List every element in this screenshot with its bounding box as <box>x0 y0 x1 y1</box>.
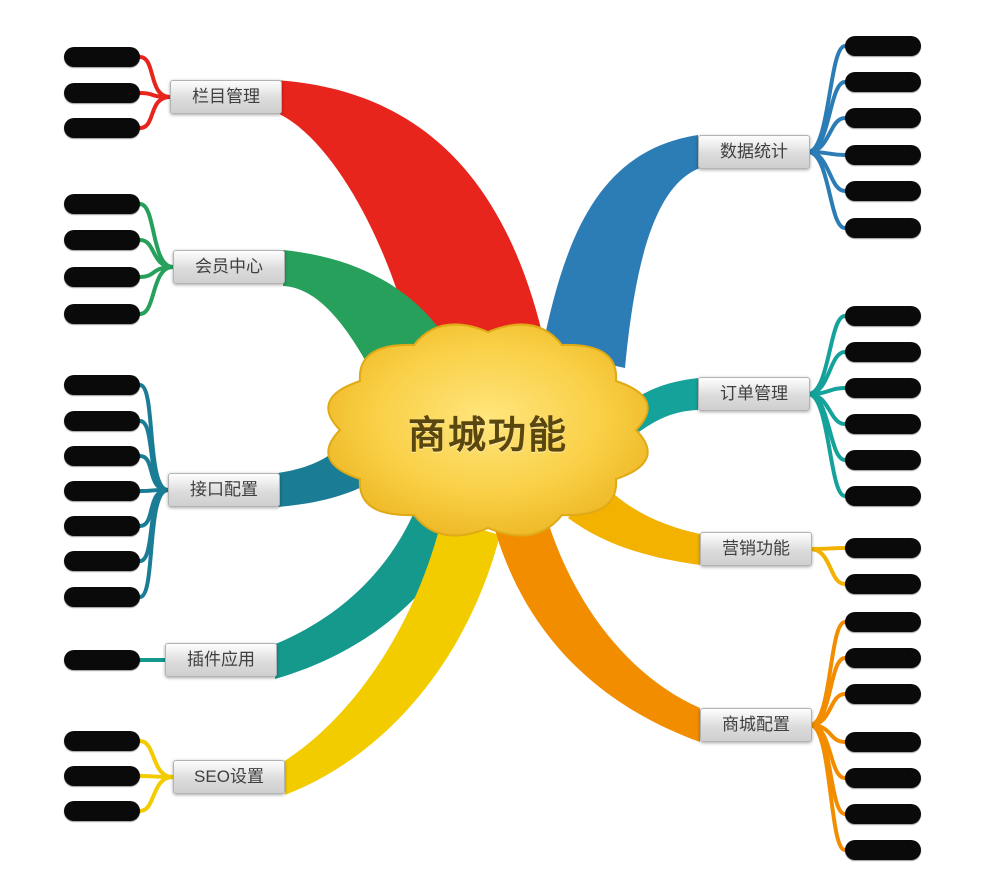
leaf-node <box>845 145 921 165</box>
leaf-node <box>845 804 921 824</box>
ribbon-column-management <box>275 80 545 378</box>
leaf-node <box>64 587 140 607</box>
leaf-node <box>64 304 140 324</box>
leaf-connector <box>138 775 175 813</box>
leaf-node <box>845 108 921 128</box>
branch-label-order-management: 订单管理 <box>698 377 810 411</box>
leaf-connector <box>808 723 847 852</box>
leaf-node <box>64 481 140 501</box>
leaf-node <box>845 840 921 860</box>
leaf-node <box>845 72 921 92</box>
leaf-node <box>845 181 921 201</box>
leaf-node <box>64 375 140 395</box>
leaf-connector <box>806 150 847 230</box>
leaf-node <box>64 801 140 821</box>
leaf-node <box>64 516 140 536</box>
leaf-node <box>845 36 921 56</box>
ribbon-mall-config <box>495 512 700 742</box>
ribbon-seo-settings <box>283 518 500 795</box>
leaf-connector <box>138 265 175 316</box>
leaf-node <box>64 650 140 670</box>
ribbon-order-management <box>630 378 698 434</box>
leaf-node <box>64 194 140 214</box>
leaf-node <box>845 450 921 470</box>
leaf-node <box>64 47 140 67</box>
central-topic: 商城功能 <box>407 415 568 457</box>
branch-label-plugin-apps: 插件应用 <box>165 643 277 677</box>
leaf-node <box>845 648 921 668</box>
leaf-connector <box>806 392 847 498</box>
leaf-node <box>64 446 140 466</box>
leaf-node <box>64 731 140 751</box>
leaf-connector <box>808 547 847 586</box>
leaf-node <box>845 342 921 362</box>
leaf-node <box>845 306 921 326</box>
branch-label-column-management: 栏目管理 <box>170 80 282 114</box>
leaf-node <box>845 574 921 594</box>
leaf-connector <box>138 55 172 99</box>
leaf-connectors <box>138 44 847 852</box>
leaf-node <box>845 218 921 238</box>
leaf-node <box>64 551 140 571</box>
branch-label-mall-config: 商城配置 <box>700 708 812 742</box>
ribbon-data-statistics <box>542 135 700 368</box>
leaf-node <box>64 118 140 138</box>
leaf-node <box>845 684 921 704</box>
branch-label-seo-settings: SEO设置 <box>173 760 285 794</box>
leaf-node <box>845 538 921 558</box>
leaf-node <box>845 732 921 752</box>
center-cloud <box>327 323 649 537</box>
leaf-node <box>845 768 921 788</box>
ribbon-plugin-apps <box>273 492 470 679</box>
leaf-node <box>64 83 140 103</box>
leaf-node <box>845 378 921 398</box>
leaf-node <box>845 486 921 506</box>
branch-label-data-statistics: 数据统计 <box>698 135 810 169</box>
leaf-node <box>845 612 921 632</box>
leaf-node <box>845 414 921 434</box>
leaf-connector <box>138 95 172 130</box>
branch-label-marketing-functions: 营销功能 <box>700 532 812 566</box>
leaf-connector <box>138 488 170 599</box>
leaf-connector <box>138 739 175 779</box>
leaf-node <box>64 267 140 287</box>
leaf-node <box>64 766 140 786</box>
leaf-node <box>64 230 140 250</box>
branch-label-interface-config: 接口配置 <box>168 473 280 507</box>
branch-label-member-center: 会员中心 <box>173 250 285 284</box>
leaf-node <box>64 411 140 431</box>
